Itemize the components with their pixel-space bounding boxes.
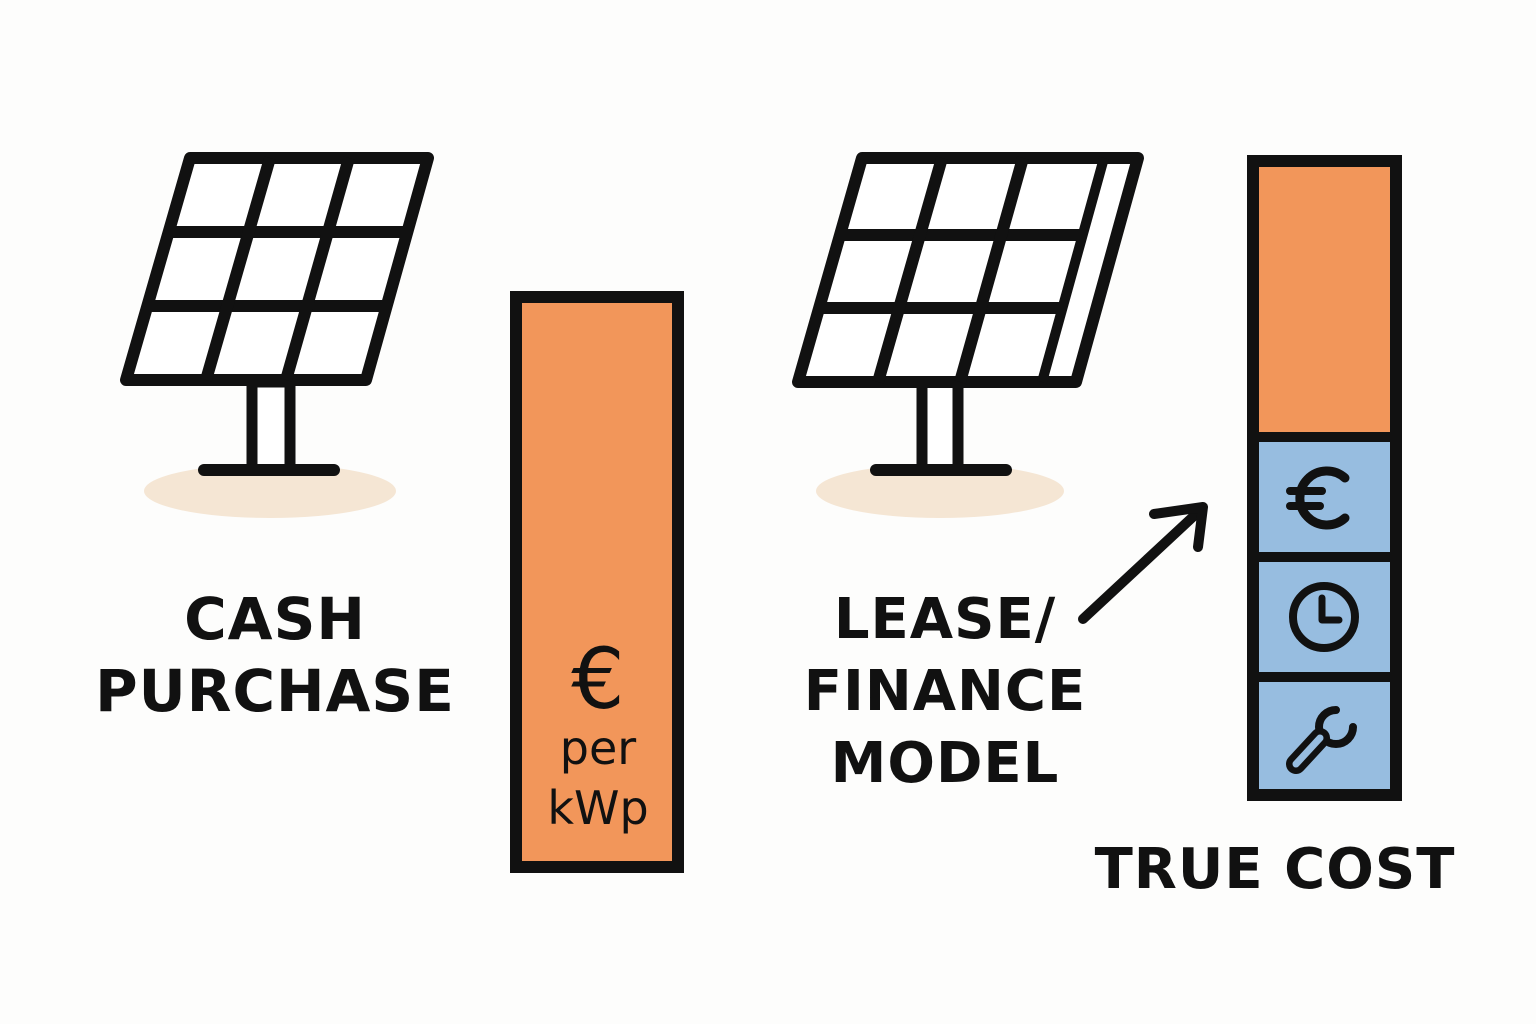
stack-frame [1247,155,1402,801]
arrow-icon [1078,502,1208,624]
panel-grid-line [280,156,355,382]
cash-label-line: CASH [184,585,366,653]
bar-unit-line: per [559,721,637,775]
bar-unit-line: kWp [547,781,649,835]
panel-grid-line [200,156,276,382]
panel-shadow [816,464,1064,518]
cash-label-line: PURCHASE [95,657,455,725]
panel-frame [120,152,434,386]
panel-pole [916,376,964,476]
solar-panel-cash-icon [120,152,434,518]
stack-segment-base-cost [1253,161,1396,437]
solar-panel-lease-icon [792,152,1144,518]
panel-grid-line [954,156,1029,384]
true-cost-stack [1247,155,1402,801]
lease-label-line: MODEL [830,731,1060,796]
bar-euro-symbol: € [571,630,625,728]
lease-label-line: FINANCE [803,659,1087,724]
euro-icon [1286,466,1350,530]
clock-icon [1289,582,1359,652]
panel-grid-line [872,156,948,384]
cash-purchase-label: CASH PURCHASE [90,583,460,727]
true-cost-label: TRUE COST [1094,837,1456,902]
stack-segment-financing [1253,437,1396,557]
panel-shadow [144,464,396,518]
panel-edge-line [1037,156,1109,384]
panel-pole [246,376,296,476]
cash-cost-bar [510,291,684,873]
lease-finance-label: LEASE/ FINANCE MODEL [778,584,1112,800]
lease-label-line: LEASE/ [833,587,1057,652]
wrench-icon [1286,706,1357,774]
